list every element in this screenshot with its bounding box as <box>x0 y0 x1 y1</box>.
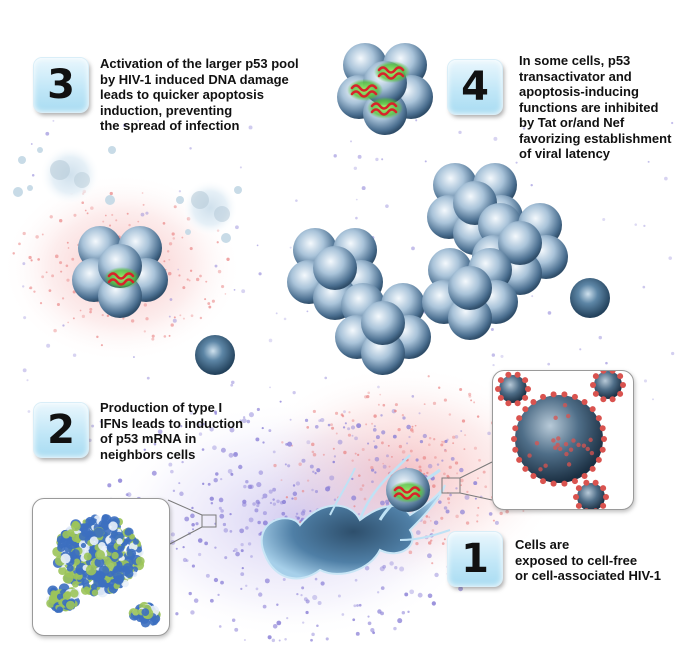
ifn-protein-inset <box>32 498 170 636</box>
step-number: 3 <box>47 62 75 108</box>
step-badge-2: 2 <box>34 403 88 457</box>
step-1-text: Cells are exposed to cell-free or cell-a… <box>515 537 661 583</box>
step-badge-1: 1 <box>448 532 502 586</box>
apoptotic-cell-icon <box>176 180 242 243</box>
small-cell-icon <box>195 335 235 375</box>
small-cell-icon <box>570 278 610 318</box>
infected-cell-icon <box>386 468 430 512</box>
step-badge-4: 4 <box>448 60 502 114</box>
cell-cluster-icon <box>337 43 433 135</box>
step-number: 1 <box>461 536 489 582</box>
step-number: 4 <box>461 64 489 110</box>
apoptotic-cell-icon <box>13 145 116 205</box>
hiv-virion-inset <box>492 370 634 510</box>
cell-cluster-icon <box>422 248 518 340</box>
step-2-text: Production of type I IFNs leads to induc… <box>100 400 244 462</box>
zoom-marker <box>441 477 461 494</box>
step-badge-3: 3 <box>34 58 88 112</box>
hiv-virion-icon <box>495 371 626 509</box>
step-3-text: Activation of the larger p53 pool by HIV… <box>100 56 299 133</box>
zoom-marker <box>201 514 217 528</box>
cell-cluster-icon <box>335 283 431 375</box>
step-number: 2 <box>47 407 75 453</box>
ifn-protein-icon <box>45 514 161 628</box>
step-4-text: In some cells, p53 transactivator and ap… <box>519 53 672 161</box>
